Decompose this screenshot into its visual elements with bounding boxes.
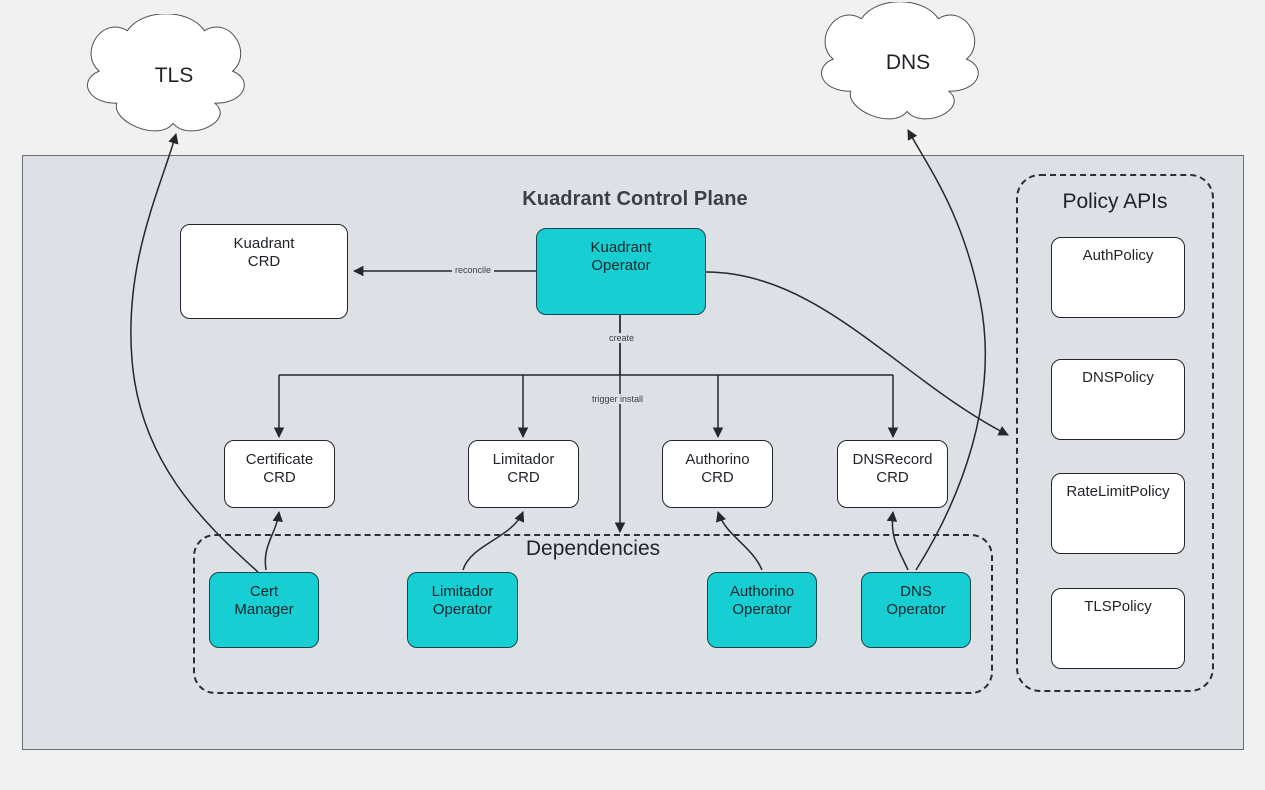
node-ratelimitpolicy[interactable]: RateLimitPolicy (1051, 473, 1185, 554)
edge-label-create: create (606, 333, 638, 343)
node-dnspolicy[interactable]: DNSPolicy (1051, 359, 1185, 440)
node-limitador-crd[interactable]: Limitador CRD (468, 440, 579, 508)
dependencies-group (193, 534, 993, 694)
dns-cloud-label: DNS (885, 51, 931, 74)
cloud-icon (821, 2, 979, 120)
node-authorino-operator[interactable]: Authorino Operator (707, 572, 817, 648)
node-dnsrecord-crd[interactable]: DNSRecord CRD (837, 440, 948, 508)
node-kuadrant-crd[interactable]: Kuadrant CRD (180, 224, 348, 319)
page-title: Kuadrant Control Plane (522, 188, 748, 210)
node-limitador-operator[interactable]: Limitador Operator (407, 572, 518, 648)
dependencies-group-title: Dependencies (525, 537, 661, 560)
cloud-icon (87, 14, 245, 132)
tls-cloud-label: TLS (154, 64, 194, 87)
node-certificate-crd[interactable]: Certificate CRD (224, 440, 335, 508)
node-cert-manager[interactable]: Cert Manager (209, 572, 319, 648)
tls-cloud[interactable]: TLS (86, 14, 262, 133)
node-tlspolicy[interactable]: TLSPolicy (1051, 588, 1185, 669)
edge-label-trigger-install: trigger install (589, 394, 647, 404)
policy-apis-group (1016, 174, 1214, 692)
node-dns-operator[interactable]: DNS Operator (861, 572, 971, 648)
dns-cloud[interactable]: DNS (820, 2, 996, 121)
policy-apis-group-title: Policy APIs (1062, 190, 1168, 213)
node-kuadrant-operator[interactable]: Kuadrant Operator (536, 228, 706, 315)
node-authpolicy[interactable]: AuthPolicy (1051, 237, 1185, 318)
edge-label-reconcile: reconcile (452, 265, 495, 275)
node-authorino-crd[interactable]: Authorino CRD (662, 440, 773, 508)
